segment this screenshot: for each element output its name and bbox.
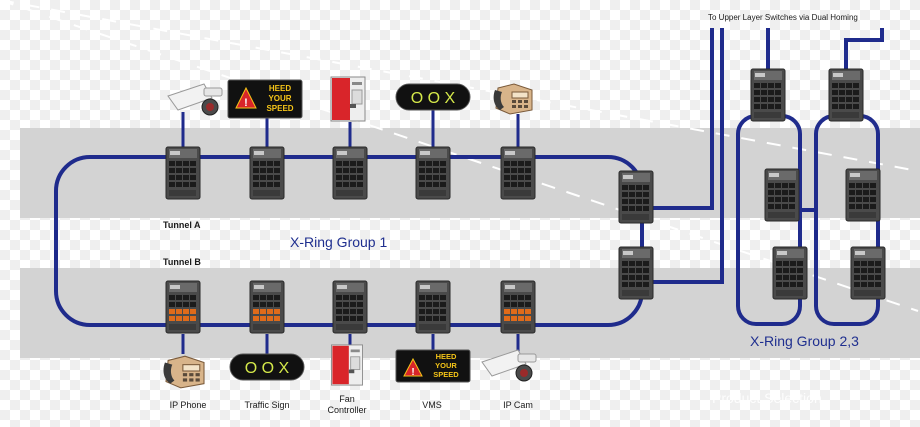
tunnel-b-label: Tunnel B — [163, 257, 201, 267]
traffic-sign-icon: O O X — [229, 353, 305, 381]
switch-tunnel-b-4 — [415, 280, 451, 334]
fan-controller-icon — [330, 344, 364, 386]
switch-tunnel-b-2 — [249, 280, 285, 334]
vms-sign-top-line2: YOUR — [268, 94, 291, 103]
switch-group-3-mid — [845, 168, 881, 222]
switch-tunnel-a-2 — [249, 146, 285, 200]
device-label-vms: VMS — [422, 400, 442, 410]
switch-ring-edge-bottom — [618, 246, 654, 300]
x-ring-group-23-label: X-Ring Group 2,3 — [750, 333, 859, 349]
switch-group-2-bottom — [772, 246, 808, 300]
vms-sign-bottom-line2: YOUR — [435, 361, 457, 370]
vms-sign-top-line1: HEED — [269, 84, 291, 93]
vms-sign-top: ! HEED YOUR SPEED — [227, 79, 303, 119]
svg-text:!: ! — [244, 97, 248, 109]
lane-marking-b — [0, 0, 918, 311]
traffic-sign-bottom-text: O O X — [245, 360, 290, 377]
tunnel-a-label: Tunnel A — [163, 220, 201, 230]
ip-phone-icon — [162, 355, 205, 389]
device-label-fan-controller: Fan Controller — [327, 394, 367, 415]
ip-cam-icon — [167, 83, 223, 116]
switch-tunnel-b-3 — [332, 280, 368, 334]
traffic-sign-top: O O X — [395, 83, 471, 111]
vms-sign-bottom-line1: HEED — [436, 352, 457, 361]
vms-sign-bottom-line3: SPEED — [433, 370, 459, 379]
switch-group-2-top — [750, 68, 786, 122]
uplink-top — [652, 28, 714, 210]
switch-group-3-top — [828, 68, 864, 122]
device-label-ip-cam: IP Cam — [503, 400, 533, 410]
switch-group-3-bottom — [850, 246, 886, 300]
svg-text:!: ! — [411, 367, 414, 378]
traffic-sign-top-text: O O X — [411, 90, 456, 107]
device-label-traffic-sign: Traffic Sign — [244, 400, 290, 410]
bottom-device-links — [181, 334, 520, 354]
uplink-bottom — [652, 28, 724, 284]
vms-sign-top-line3: SPEED — [266, 104, 293, 113]
switch-group-2-mid — [764, 168, 800, 222]
dual-homing-label: To Upper Layer Switches via Dual Homing — [708, 13, 858, 22]
ip-phone-icon-top — [493, 83, 533, 115]
top-device-links — [181, 110, 520, 148]
dual-homing-link-3 — [844, 28, 884, 96]
switch-tunnel-a-3 — [332, 146, 368, 200]
switch-tunnel-a-1 — [165, 146, 201, 200]
switch-tunnel-b-5 — [500, 280, 536, 334]
switch-tunnel-a-4 — [415, 146, 451, 200]
switch-ring-edge-top — [618, 170, 654, 224]
vms-sign-icon: ! HEED YOUR SPEED — [395, 349, 471, 383]
switch-tunnel-a-5 — [500, 146, 536, 200]
switch-tunnel-b-1 — [165, 280, 201, 334]
fan-controller-icon-top — [330, 76, 366, 122]
x-ring-group-1-label: X-Ring Group 1 — [290, 234, 388, 250]
device-label-ip-phone: IP Phone — [169, 400, 207, 410]
watermark-text: Product Selection — [712, 390, 822, 406]
